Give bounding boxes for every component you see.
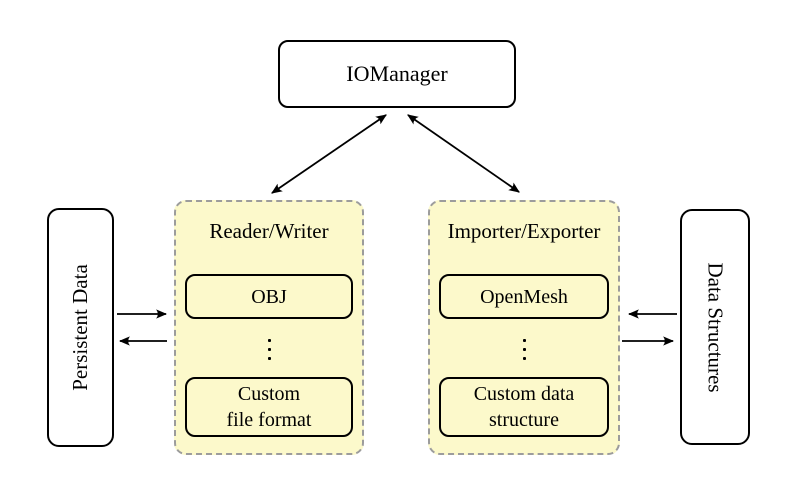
obj-label: OBJ bbox=[251, 285, 287, 308]
dot-icon bbox=[522, 339, 526, 342]
iomanager-readerwriter-arrow bbox=[271, 114, 387, 194]
reader-writer-group: Reader/Writer OBJ Custom file format bbox=[174, 200, 364, 455]
custom-data-structure-line2: structure bbox=[489, 409, 559, 431]
openmesh-node: OpenMesh bbox=[439, 274, 609, 319]
custom-file-format-line1: Custom bbox=[237, 383, 301, 405]
dot-icon bbox=[522, 348, 526, 351]
persistent-data-label: Persistent Data bbox=[68, 264, 92, 391]
dot-icon bbox=[267, 357, 271, 360]
iomanager-label: IOManager bbox=[346, 61, 448, 86]
persistent-data-node: Persistent Data bbox=[47, 208, 114, 447]
openmesh-label: OpenMesh bbox=[480, 285, 568, 308]
iomanager-importerexporter-arrow bbox=[407, 114, 520, 193]
vertical-ellipsis bbox=[430, 339, 618, 360]
data-structures-label: Data Structures bbox=[703, 261, 728, 393]
importer-exporter-title: Importer/Exporter bbox=[447, 219, 601, 243]
obj-node: OBJ bbox=[185, 274, 353, 319]
custom-file-format-line2: file format bbox=[226, 409, 312, 431]
dot-icon bbox=[267, 339, 271, 342]
custom-data-structure-node: Custom data structure bbox=[439, 377, 609, 437]
vertical-ellipsis bbox=[176, 339, 362, 360]
iomanager-node: IOManager bbox=[278, 40, 516, 108]
data-structures-node: Data Structures bbox=[680, 209, 750, 445]
dot-icon bbox=[522, 357, 526, 360]
importer-exporter-group: Importer/Exporter OpenMesh Custom data s… bbox=[428, 200, 620, 455]
custom-file-format-node: Custom file format bbox=[185, 377, 353, 437]
custom-data-structure-line1: Custom data bbox=[473, 383, 575, 405]
reader-writer-title: Reader/Writer bbox=[209, 219, 329, 243]
dot-icon bbox=[267, 348, 271, 351]
